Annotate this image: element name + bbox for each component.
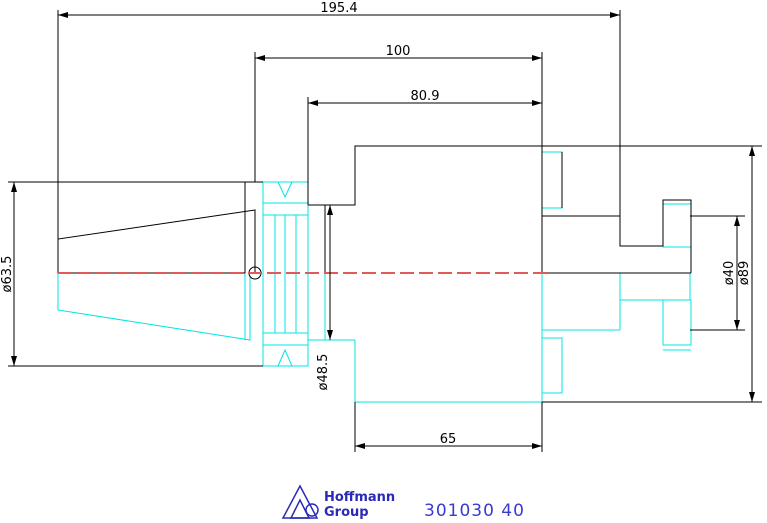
dim-length-100: 100: [386, 44, 411, 59]
dim-dia-63-5: ø63.5: [0, 256, 15, 293]
part-code: 301030 40: [424, 501, 525, 521]
dim-dia-40: ø40: [722, 261, 737, 286]
upper-half-outline: [57, 145, 692, 280]
brand-line-2: Group: [324, 505, 369, 520]
logo-mark-icon: [281, 484, 319, 519]
hoffmann-group-logo: Hoffmann Group: [281, 484, 395, 520]
brand-line-1: Hoffmann: [324, 490, 395, 505]
dim-length-65: 65: [440, 432, 457, 447]
dim-dia-89: ø89: [737, 261, 752, 286]
dim-dia-48-5: ø48.5: [316, 354, 331, 391]
dimension-lines: [8, 10, 762, 452]
dim-length-80-9: 80.9: [411, 89, 440, 104]
dim-overall-length: 195.4: [320, 1, 357, 16]
lower-half-geometry: [57, 151, 692, 403]
arrowheads: [11, 12, 755, 449]
